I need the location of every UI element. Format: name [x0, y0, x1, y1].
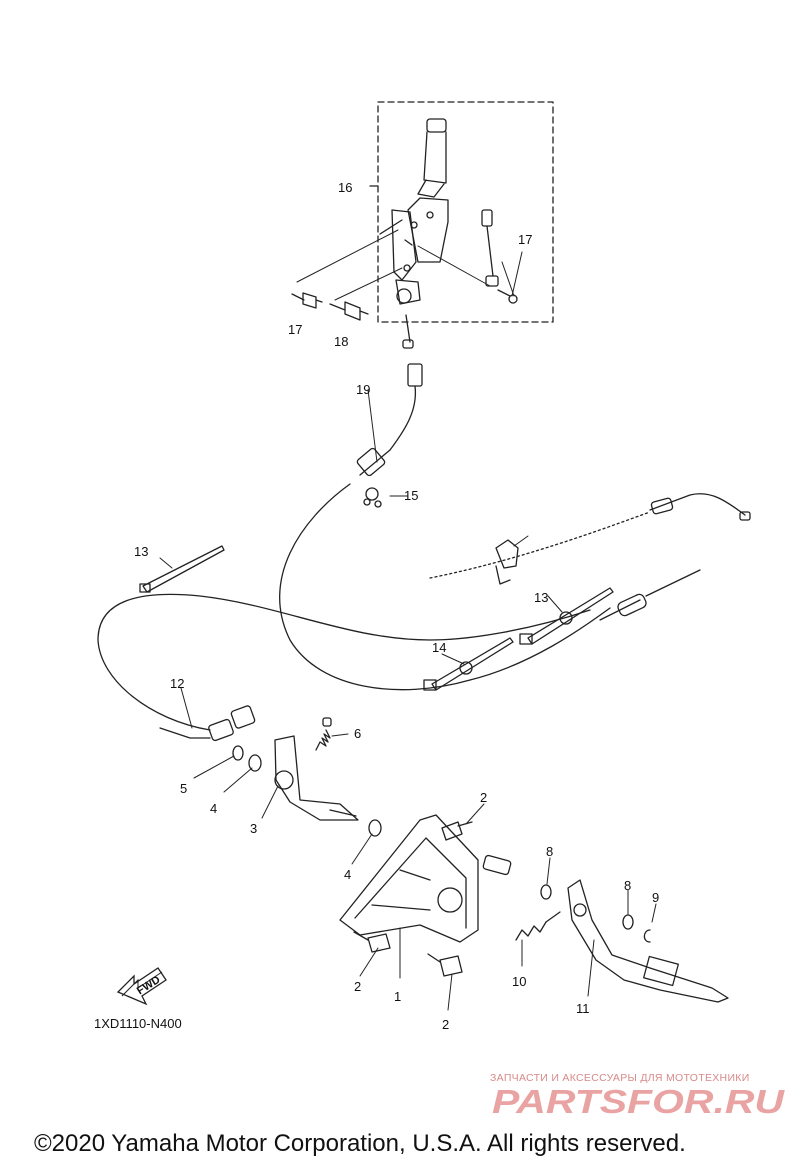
callout-13a: 13	[534, 590, 548, 605]
callout-2b: 2	[354, 979, 361, 994]
diagram-ref-code: 1XD1110-N400	[94, 1016, 182, 1031]
callout-13b: 14	[432, 640, 446, 655]
bolt-2a	[441, 821, 473, 841]
bolt-2b	[353, 931, 391, 953]
bolt-17a	[291, 292, 323, 309]
clip-19	[495, 539, 519, 585]
watermark-logo: PARTSFOR.RU	[492, 1083, 785, 1119]
callout-14: 15	[404, 488, 418, 503]
callout-6: 6	[354, 726, 361, 741]
spring-10	[515, 911, 561, 941]
cable-tie-13a	[423, 637, 514, 691]
cable-tie-13b	[519, 587, 614, 645]
callout-9: 9	[652, 890, 659, 905]
bolt-17b	[329, 301, 369, 321]
shaft	[482, 854, 512, 876]
callout-3: 3	[250, 821, 257, 836]
cable-upper-right	[429, 493, 751, 579]
callout-17a: 17	[288, 322, 302, 337]
brake-cable-18	[279, 314, 701, 691]
callout-8a: 8	[546, 844, 553, 859]
clip-9	[643, 929, 651, 943]
fwd-arrow-icon: FWD	[116, 967, 167, 1006]
copyright-text: ©2020 Yamaha Motor Corporation, U.S.A. A…	[34, 1130, 686, 1157]
bolt-2c	[427, 953, 463, 977]
parking-brake-lever	[379, 118, 449, 305]
callout-2c: 2	[442, 1017, 449, 1032]
spring-6	[315, 717, 332, 751]
washer-8a	[540, 884, 552, 900]
callout-12: 13	[134, 544, 148, 559]
bracket-1	[339, 814, 479, 943]
brake-pedal-7	[567, 879, 729, 1003]
callout-18: 19	[356, 382, 370, 397]
pedal-arm-3	[274, 735, 359, 821]
callout-11: 12	[170, 676, 184, 691]
watermark-subtitle: ЗАПЧАСТИ И АКСЕССУАРЫ ДЛЯ МОТОТЕХНИКИ	[490, 1072, 750, 1084]
callout-1: 1	[394, 989, 401, 1004]
callout-7: 11	[576, 1001, 590, 1016]
clip-14	[363, 487, 382, 508]
callout-4a: 4	[210, 801, 217, 816]
callout-17b: 18	[334, 334, 348, 349]
callout-4b: 4	[344, 867, 351, 882]
assembly-box-15	[377, 101, 554, 323]
washer-4b	[368, 819, 382, 837]
callout-5: 5	[180, 781, 187, 796]
callout-8b: 8	[624, 878, 631, 893]
watermark-logo-text: PARTSFOR.RU	[492, 1083, 785, 1119]
callout-15: 16	[338, 180, 352, 195]
callout-10: 10	[512, 974, 526, 989]
clip-5	[232, 745, 244, 761]
callout-16: 17	[518, 232, 532, 247]
cable-tie-12	[139, 545, 225, 593]
cable-loop-11	[97, 593, 591, 742]
brake-switch	[481, 209, 518, 304]
callout-2a: 2	[480, 790, 487, 805]
callout-labels: 16 17 17 18 19 15 13 13 14 12 6 5 4 3 2 …	[134, 180, 659, 1032]
washer-8b	[622, 914, 634, 930]
washer-4a	[248, 754, 262, 772]
